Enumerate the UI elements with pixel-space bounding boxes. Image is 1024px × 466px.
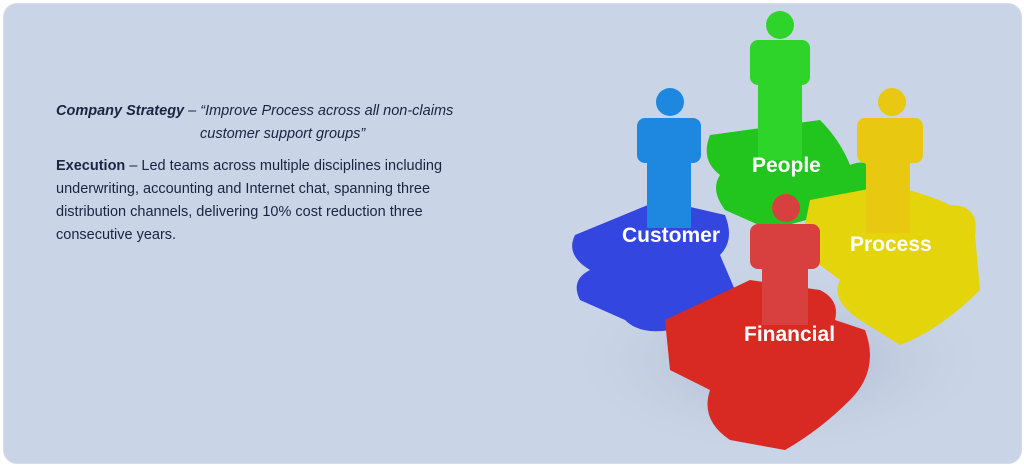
red-figure: [750, 194, 820, 325]
execution-text: – Led teams across multiple disciplines …: [56, 158, 443, 243]
strategy-dash: –: [184, 103, 201, 119]
customer-piece: [572, 200, 735, 332]
process-label: Process: [850, 233, 932, 256]
process-piece: [800, 185, 980, 345]
strategy-quote-line1: “Improve Process across all non-claims: [200, 103, 454, 119]
company-strategy: Company Strategy – “Improve Process acro…: [56, 100, 496, 146]
financial-piece: [665, 280, 870, 450]
execution-label: Execution: [56, 158, 126, 174]
people-label: People: [752, 154, 821, 177]
text-block: Company Strategy – “Improve Process acro…: [56, 100, 496, 247]
strategy-label: Company Strategy: [56, 103, 185, 119]
green-figure: [750, 11, 810, 160]
yellow-figure: [857, 88, 923, 233]
puzzle-illustration: People Customer Process Financial: [560, 11, 1000, 460]
financial-label: Financial: [744, 323, 835, 346]
customer-label: Customer: [622, 224, 720, 247]
blue-figure: [637, 88, 701, 228]
strategy-quote-line2: customer support groups”: [200, 126, 366, 142]
execution: Execution – Led teams across multiple di…: [56, 155, 496, 247]
